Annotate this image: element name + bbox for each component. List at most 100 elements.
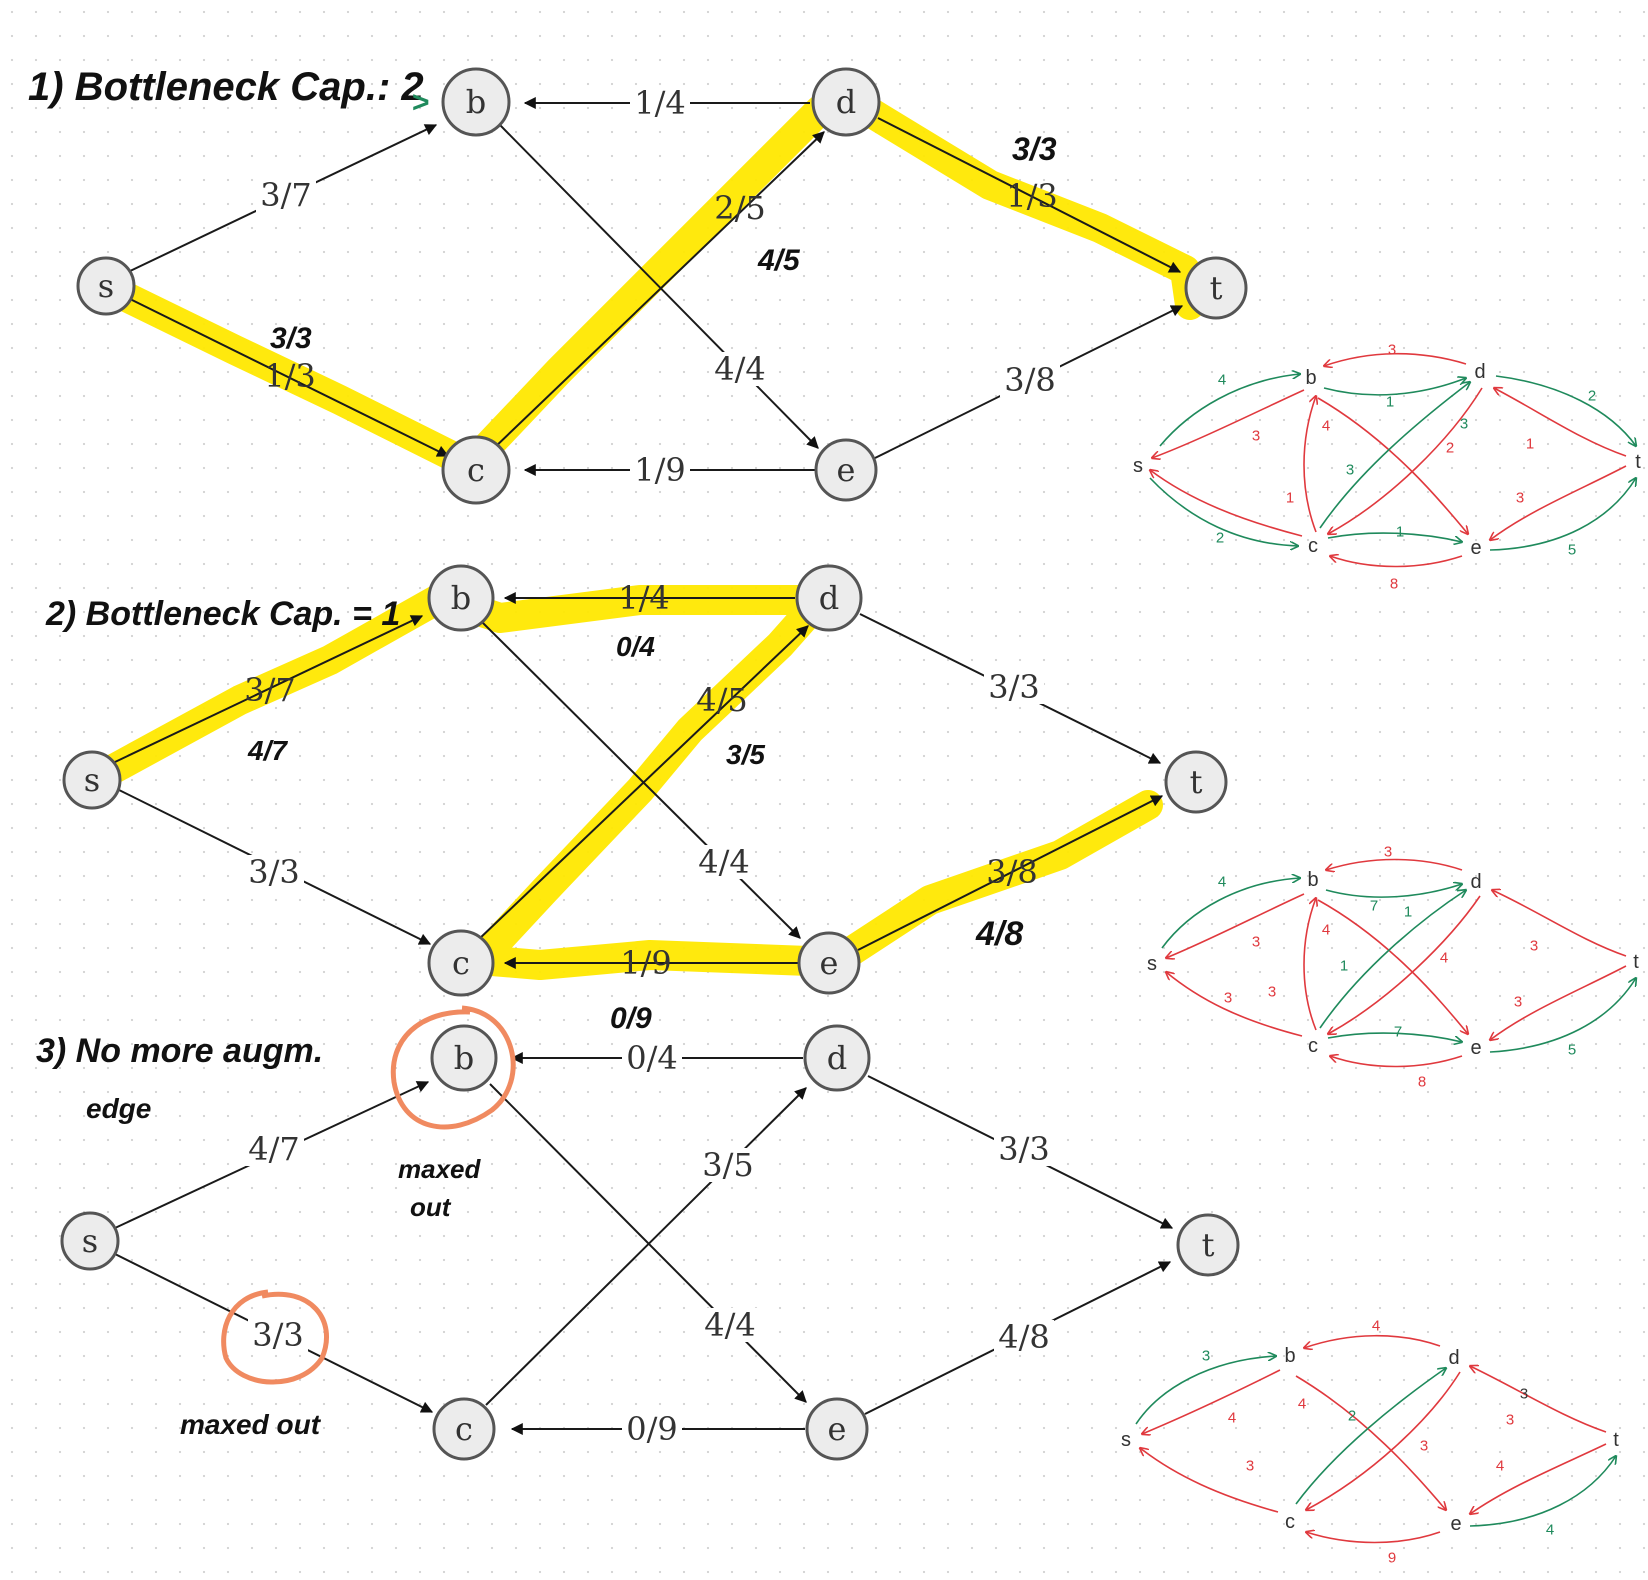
note-c-d: 4/5 <box>757 244 801 277</box>
node-t-3: t <box>1176 1213 1240 1277</box>
svg-text:b: b <box>466 83 486 121</box>
svg-text:d: d <box>836 83 856 121</box>
svg-text:3: 3 <box>1516 490 1524 507</box>
svg-text:1: 1 <box>1386 394 1394 411</box>
residual-node-b: b <box>1305 367 1316 389</box>
edge-label-e-t-3: 4/8 <box>998 1318 1050 1356</box>
svg-text:4: 4 <box>1546 1522 1554 1539</box>
node-s: s <box>76 256 136 316</box>
svg-text:s: s <box>84 761 100 799</box>
residual-graph-3: b d s t c e 4 3 4 4 2 3 3 3 4 3 9 4 <box>1121 1318 1619 1567</box>
svg-text:d: d <box>1470 871 1481 893</box>
edge-label-c-d-3: 3/5 <box>702 1146 754 1184</box>
svg-text:4: 4 <box>1496 1458 1504 1475</box>
note-c-d-2: 3/5 <box>726 739 765 770</box>
svg-text:s: s <box>1147 953 1157 975</box>
annotation-maxed: maxed <box>398 1154 481 1184</box>
svg-text:c: c <box>1308 1035 1318 1057</box>
svg-text:3: 3 <box>1420 1438 1428 1455</box>
edge-e-t-2 <box>857 795 1164 951</box>
svg-text:b: b <box>1307 869 1318 891</box>
step-3-heading: 3) No more augm. <box>36 1032 323 1070</box>
step-1-heading: 1) Bottleneck Cap.: 2 <box>28 65 424 109</box>
svg-text:8: 8 <box>1418 1074 1426 1091</box>
step-2-graph: 2) Bottleneck Cap. = 1 3/7 3/3 1/4 4/5 4… <box>45 564 1228 1035</box>
residual-graph-2: b d s t c e 3 4 7 1 3 4 4 1 3 3 3 3 7 8 … <box>1147 844 1639 1091</box>
note-e-c-2: 0/9 <box>610 1002 652 1035</box>
edge-label-d-t: 1/3 <box>1006 177 1058 215</box>
node-t: t <box>1184 256 1248 320</box>
edge-label-b-e: 4/4 <box>714 350 766 388</box>
edge-label-e-c: 1/9 <box>634 451 686 489</box>
note-d-t: 3/3 <box>1012 131 1057 167</box>
svg-text:e: e <box>837 451 856 489</box>
svg-text:3: 3 <box>1388 342 1396 359</box>
svg-text:3: 3 <box>1506 1412 1514 1429</box>
node-s-2: s <box>62 750 122 810</box>
node-e-2: e <box>797 931 861 995</box>
tick-mark: > <box>412 86 430 119</box>
note-d-b-2: 0/4 <box>616 631 655 662</box>
svg-text:s: s <box>1121 1429 1131 1451</box>
edge-c-d-3 <box>485 1087 807 1406</box>
edge-d-t <box>877 117 1182 273</box>
edge-label-d-b-2: 1/4 <box>618 579 670 617</box>
node-b: b <box>441 67 511 137</box>
svg-text:3: 3 <box>1384 844 1392 861</box>
residual-node-c: c <box>1308 535 1318 557</box>
edge-label-s-b-2: 3/7 <box>244 671 296 709</box>
svg-text:7: 7 <box>1394 1024 1402 1041</box>
node-b-2: b <box>427 564 495 632</box>
edge-s-b-2 <box>114 615 424 763</box>
edge-label-s-c-3: 3/3 <box>252 1316 304 1354</box>
svg-text:t: t <box>1202 1226 1215 1264</box>
augmenting-path-highlight <box>97 95 1205 480</box>
svg-text:s: s <box>98 267 114 305</box>
edge-label-s-c-2: 3/3 <box>248 853 300 891</box>
svg-text:2: 2 <box>1348 1408 1356 1425</box>
svg-text:4: 4 <box>1372 1318 1380 1335</box>
maxed-out-circle-b <box>390 1005 516 1130</box>
svg-text:d: d <box>1448 1347 1459 1369</box>
svg-text:3: 3 <box>1520 1386 1528 1403</box>
node-c: c <box>441 435 511 505</box>
step-2-heading: 2) Bottleneck Cap. = 1 <box>45 595 400 633</box>
edge-label-c-d: 2/5 <box>714 189 766 227</box>
svg-text:1: 1 <box>1340 958 1348 975</box>
svg-text:t: t <box>1613 1429 1619 1451</box>
svg-text:1: 1 <box>1526 436 1534 453</box>
node-s-3: s <box>60 1211 120 1271</box>
svg-text:e: e <box>1450 1513 1461 1535</box>
edge-label-s-b: 3/7 <box>260 176 312 214</box>
svg-text:4: 4 <box>1322 922 1330 939</box>
edge-label-b-e-2: 4/4 <box>698 843 750 881</box>
node-c-2: c <box>427 929 495 997</box>
note-s-b-2: 4/7 <box>247 735 288 766</box>
edge-label-e-t: 3/8 <box>1004 361 1056 399</box>
edge-label-e-t-2: 3/8 <box>986 853 1038 891</box>
annotation-out: out <box>410 1192 452 1222</box>
edge-label-s-b-3: 4/7 <box>248 1130 300 1168</box>
svg-text:4: 4 <box>1322 418 1330 435</box>
note-e-t-2: 4/8 <box>975 915 1023 953</box>
svg-text:3: 3 <box>1202 1348 1210 1365</box>
node-d-2: d <box>795 564 863 632</box>
svg-text:c: c <box>467 451 485 489</box>
svg-text:4: 4 <box>1440 950 1448 967</box>
edge-c-d <box>491 131 825 451</box>
svg-text:1: 1 <box>1396 524 1404 541</box>
svg-text:3: 3 <box>1252 428 1260 445</box>
edge-label-e-c-2: 1/9 <box>620 944 672 982</box>
step-3-graph: 3) No more augm. edge 4/7 3/3 0/4 3/5 4/… <box>36 1005 1240 1461</box>
svg-text:b: b <box>451 579 471 617</box>
edge-label-b-e-3: 4/4 <box>704 1306 756 1344</box>
svg-text:3: 3 <box>1346 462 1354 479</box>
maxed-out-circle-s-c <box>221 1289 329 1385</box>
svg-text:1: 1 <box>1286 490 1294 507</box>
svg-text:s: s <box>82 1222 98 1260</box>
svg-text:2: 2 <box>1216 530 1224 547</box>
svg-text:3: 3 <box>1530 938 1538 955</box>
svg-text:c: c <box>455 1410 473 1448</box>
svg-text:4: 4 <box>1218 874 1226 891</box>
edge-label-d-t-3: 3/3 <box>998 1130 1050 1168</box>
